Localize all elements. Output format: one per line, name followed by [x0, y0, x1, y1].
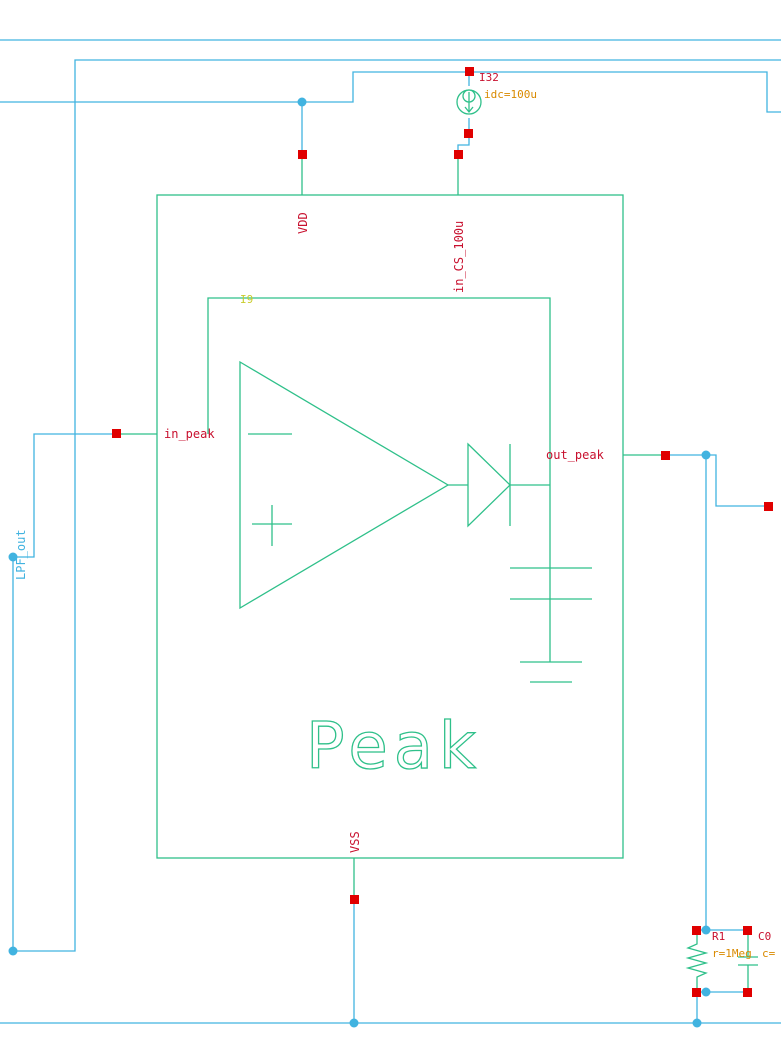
junction-dot: [349, 1018, 359, 1028]
param-label-idc: idc=100u: [484, 88, 537, 101]
resistor-zigzag[interactable]: [685, 930, 709, 992]
pin-label-vss: VSS: [348, 831, 362, 853]
pin-marker-in: [112, 429, 121, 438]
param-label-c: c=: [762, 947, 776, 960]
pin-marker-vdd: [298, 150, 307, 159]
instance-label-i32: I32: [479, 71, 499, 84]
peak-symbol[interactable]: [117, 154, 666, 899]
net-label-lpf-out: LPF_out: [14, 529, 28, 580]
junction-dot: [701, 987, 711, 997]
param-label-r: r=1Meg: [712, 947, 752, 960]
wire-vdd-rail[interactable]: [0, 71, 781, 113]
junction-dots: [8, 97, 711, 1028]
pin-label-out: out_peak: [546, 448, 605, 462]
pin-marker-c0-bottom: [743, 988, 752, 997]
wire-lpf-out[interactable]: [12, 433, 117, 951]
junction-dot: [692, 1018, 702, 1028]
opamp-triangle: [239, 360, 450, 610]
symbol-body[interactable]: [156, 194, 624, 859]
junction-dot: [701, 450, 711, 460]
wire-out[interactable]: [666, 454, 768, 507]
instance-label-r1: R1: [712, 930, 725, 943]
pin-label-bias: in_CS_100u: [452, 221, 466, 293]
pin-marker-isrc-top: [465, 67, 474, 76]
junction-dot: [8, 552, 18, 562]
pin-marker-r1-top: [692, 926, 701, 935]
pin-marker-c0-top: [743, 926, 752, 935]
instance-label-i9: I9: [240, 293, 253, 306]
pin-marker-right: [764, 502, 773, 511]
diode-triangle: [467, 442, 511, 528]
wire-feedback[interactable]: [13, 59, 781, 952]
cell-name-label: Peak: [306, 710, 482, 784]
wire-isrc-to-pin[interactable]: [457, 133, 470, 154]
junction-dot: [297, 97, 307, 107]
pin-marker-bias: [454, 150, 463, 159]
pin-marker-out: [661, 451, 670, 460]
wires: [0, 39, 781, 1024]
pin-markers[interactable]: [112, 67, 773, 997]
capacitor-symbol[interactable]: [738, 930, 758, 992]
current-source-symbol[interactable]: [456, 89, 482, 115]
feedback-loop: [207, 297, 551, 662]
pin-marker-r1-bottom: [692, 988, 701, 997]
pin-label-in: in_peak: [164, 427, 215, 441]
instance-label-c0: C0: [758, 930, 771, 943]
pin-marker-isrc-bottom: [464, 129, 473, 138]
pin-marker-vss: [350, 895, 359, 904]
junction-dot: [701, 925, 711, 935]
pin-label-vdd: VDD: [296, 212, 310, 234]
junction-dot: [8, 946, 18, 956]
